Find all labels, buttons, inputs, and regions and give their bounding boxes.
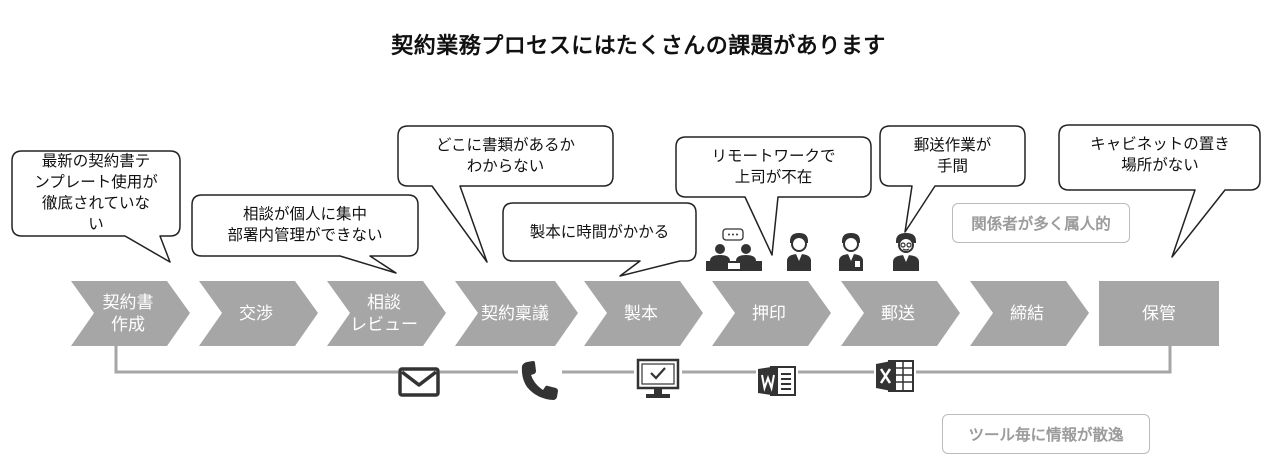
callout-shape-5 xyxy=(675,136,872,256)
callout-shape-6 xyxy=(879,125,1026,233)
callout-shape-2 xyxy=(191,194,419,274)
step-label-binding: 製本 xyxy=(624,303,658,324)
step-shape-4 xyxy=(455,281,578,346)
meeting-icon xyxy=(706,228,762,271)
step-shape-3 xyxy=(327,281,446,346)
excel-icon xyxy=(874,358,916,394)
step-shape-6 xyxy=(712,281,831,346)
step-label-stamping: 押印 xyxy=(752,303,786,324)
page-title: 契約業務プロセスにはたくさんの課題があります xyxy=(391,34,886,59)
bubble-text-cabinet: キャビネットの置き場所がない xyxy=(1090,135,1230,174)
monitor-icon xyxy=(634,358,682,402)
tools-note: ツール毎に情報が散逸 xyxy=(942,414,1150,454)
phone-icon xyxy=(518,360,562,402)
envelope-icon xyxy=(398,367,440,397)
person-icon xyxy=(893,233,919,271)
step-shape-7 xyxy=(841,281,960,346)
callout-shape-1 xyxy=(11,150,181,263)
word-icon xyxy=(756,364,798,398)
person-icon xyxy=(839,233,863,271)
person-icon xyxy=(787,233,811,271)
step-shape-8 xyxy=(970,281,1089,346)
step-label-mailing: 郵送 xyxy=(881,303,915,324)
callout-shape-3 xyxy=(397,125,614,263)
step-shape-2 xyxy=(199,281,318,346)
bubble-text-template: 最新の契約書テンプレート使用が徹底されていない xyxy=(34,152,158,233)
step-label-negotiation: 交渉 xyxy=(239,303,273,324)
callout-shape-4 xyxy=(502,202,697,277)
callout-shape-7 xyxy=(1058,124,1261,258)
step-label-approval: 契約稟議 xyxy=(481,303,549,324)
step-label-review: 相談レビュー xyxy=(350,292,418,335)
step-label-drafting: 契約書作成 xyxy=(102,292,154,335)
step-label-conclusion: 締結 xyxy=(1010,303,1044,324)
bubble-text-binding: 製本に時間がかかる xyxy=(529,223,670,241)
step-shape-5 xyxy=(584,281,703,346)
bubble-text-mailing: 郵送作業が手間 xyxy=(913,136,992,175)
stakeholders-note: 関係者が多く属人的 xyxy=(952,203,1130,243)
bubble-text-consult: 相談が個人に集中部署内管理ができない xyxy=(227,205,383,244)
step-shape-1 xyxy=(71,281,190,346)
bubble-text-remote: リモートワークで上司が不在 xyxy=(711,147,836,186)
bubble-text-documents: どこに書類があるかわからない xyxy=(435,136,576,175)
step-shape-9 xyxy=(1099,281,1219,346)
step-label-storage: 保管 xyxy=(1142,303,1176,324)
